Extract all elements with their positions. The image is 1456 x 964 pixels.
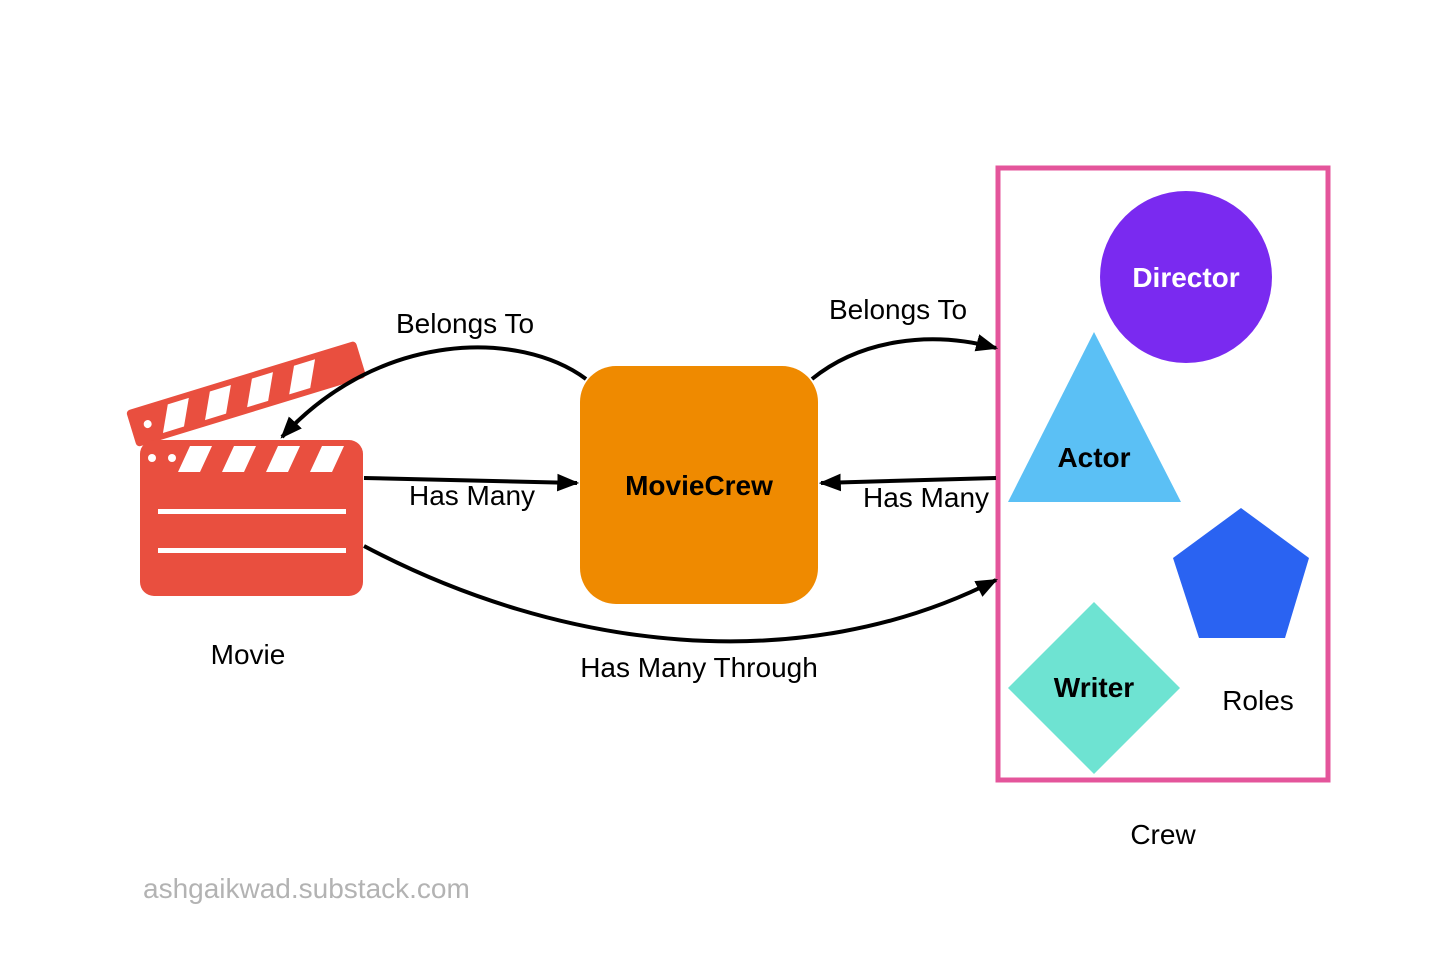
edge-moviecrew-to-crew [810,334,999,381]
edge-movie-to-moviecrew [363,473,580,492]
moviecrew-box [580,366,818,604]
writer-label: Writer [1053,672,1135,703]
edge-label-moviecrew-to-crew: Belongs To [828,294,968,325]
clapperboard-icon [126,341,366,596]
edge-label-movie-to-moviecrew: Has Many [408,480,536,511]
writer-diamond [1008,602,1180,774]
movie-label: Movie [210,639,286,670]
roles-pentagon [1173,508,1309,638]
actor-triangle [1008,332,1181,502]
edge-label-moviecrew-to-movie: Belongs To [395,308,535,339]
director-circle [1100,191,1272,363]
edge-label-crew-to-moviecrew: Has Many [862,482,990,513]
roles-label: Roles [1222,685,1294,716]
edge-movie-to-crew [363,544,998,644]
footer-credit: ashgaikwad.substack.com [143,873,470,904]
actor-label: Actor [1057,442,1131,473]
crew-container [995,165,1331,783]
crew-label: Crew [1130,819,1196,850]
edge-label-movie-to-crew: Has Many Through [580,652,818,683]
edge-crew-to-moviecrew [818,473,997,492]
edge-moviecrew-to-movie [280,345,588,439]
moviecrew-label: MovieCrew [625,470,773,501]
director-label: Director [1132,262,1240,293]
